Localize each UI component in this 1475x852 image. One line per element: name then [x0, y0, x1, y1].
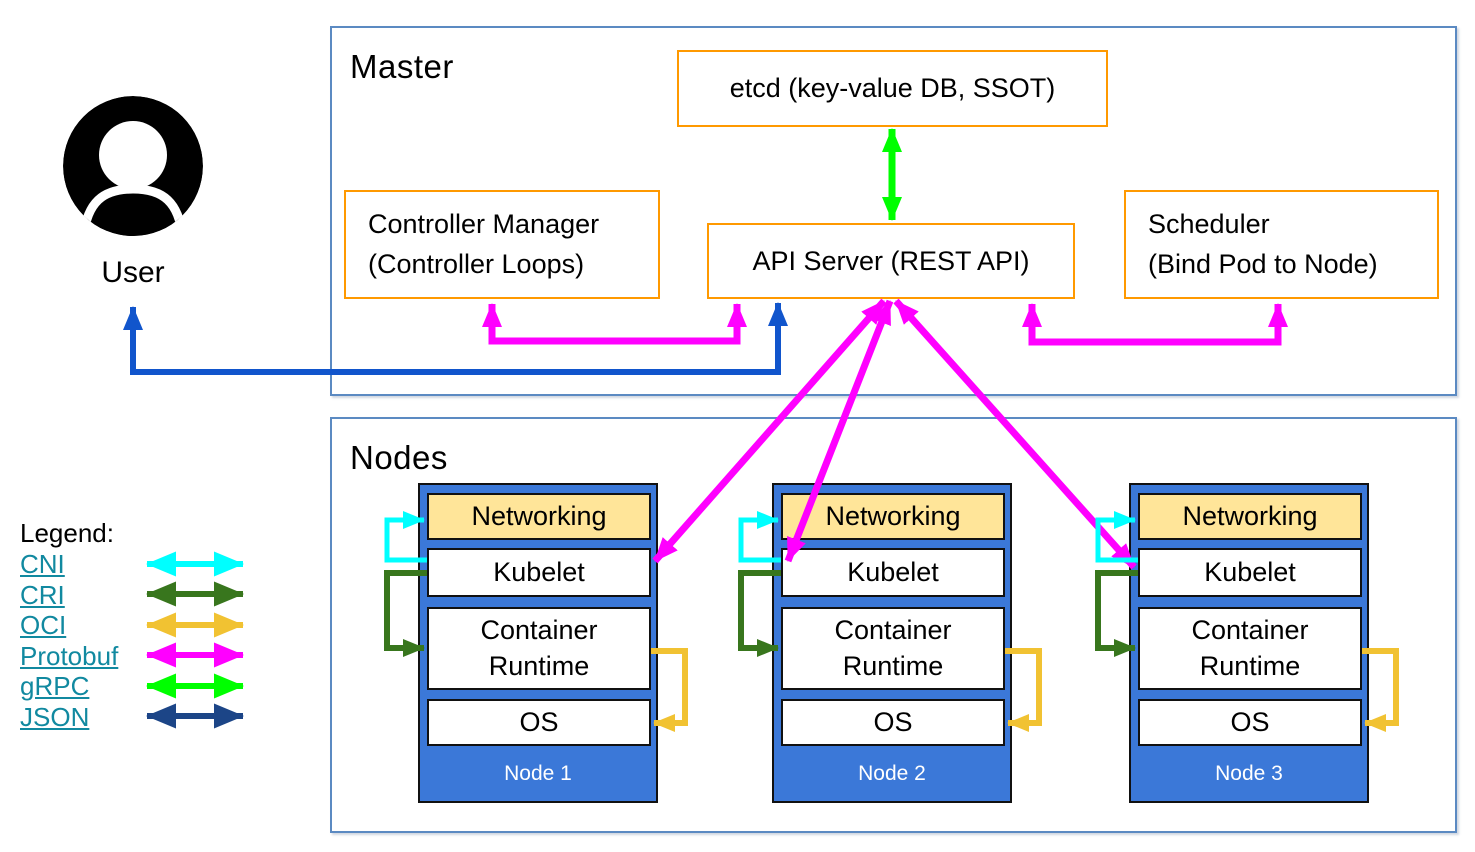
- os-label: OS: [873, 706, 913, 737]
- legend-link-protobuf[interactable]: Protobuf: [20, 641, 119, 671]
- kubelet-label: Kubelet: [1204, 556, 1296, 587]
- networking-label: Networking: [471, 500, 607, 531]
- node-2-caption: Node 2: [858, 761, 926, 785]
- node-1-caption: Node 1: [504, 761, 572, 785]
- node-3-kubelet-box: Kubelet: [1138, 548, 1362, 597]
- node-2: Networking Kubelet Container Runtime OS …: [772, 483, 1012, 803]
- etcd-box: etcd (key-value DB, SSOT): [677, 50, 1108, 127]
- node-3-os-box: OS: [1138, 699, 1362, 746]
- legend-link-oci[interactable]: OCI: [20, 610, 67, 640]
- node-3-container-runtime-box: Container Runtime: [1138, 607, 1362, 690]
- legend-link-cni[interactable]: CNI: [20, 549, 65, 579]
- master-title: Master: [350, 48, 454, 85]
- scheduler-label-line1: Scheduler: [1148, 209, 1270, 240]
- controller-manager-box: Controller Manager (Controller Loops): [344, 190, 660, 299]
- api-server-box: API Server (REST API): [707, 223, 1075, 299]
- node-3: Networking Kubelet Container Runtime OS …: [1129, 483, 1369, 803]
- networking-label: Networking: [825, 500, 961, 531]
- legend-title: Legend:: [20, 518, 114, 548]
- node-1-container-runtime-box: Container Runtime: [427, 607, 651, 690]
- scheduler-label-line2: (Bind Pod to Node): [1148, 248, 1378, 279]
- controller-manager-label-line1: Controller Manager: [368, 209, 600, 240]
- kubelet-label: Kubelet: [847, 556, 939, 587]
- node-1-networking-box: Networking: [427, 493, 651, 540]
- nodes-title: Nodes: [350, 439, 448, 476]
- controller-manager-label-line2: (Controller Loops): [368, 248, 585, 279]
- etcd-label: etcd (key-value DB, SSOT): [729, 73, 1056, 103]
- node-1-kubelet-box: Kubelet: [427, 548, 651, 597]
- node-2-container-runtime-box: Container Runtime: [781, 607, 1005, 690]
- os-label: OS: [519, 706, 559, 737]
- os-label: OS: [1230, 706, 1270, 737]
- node-2-networking-box: Networking: [781, 493, 1005, 540]
- legend-link-grpc[interactable]: gRPC: [20, 671, 90, 701]
- container-runtime-label: Container Runtime: [480, 614, 598, 681]
- node-1-os-box: OS: [427, 699, 651, 746]
- user-icon: [63, 96, 203, 236]
- networking-label: Networking: [1182, 500, 1318, 531]
- node-3-caption: Node 3: [1215, 761, 1283, 785]
- legend-link-json[interactable]: JSON: [20, 702, 90, 732]
- api-server-label: API Server (REST API): [752, 245, 1030, 276]
- node-1: Networking Kubelet Container Runtime OS …: [418, 483, 658, 803]
- node-2-os-box: OS: [781, 699, 1005, 746]
- legend-link-cri[interactable]: CRI: [20, 580, 65, 610]
- node-2-kubelet-box: Kubelet: [781, 548, 1005, 597]
- scheduler-box: Scheduler (Bind Pod to Node): [1124, 190, 1439, 299]
- node-3-networking-box: Networking: [1138, 493, 1362, 540]
- container-runtime-label: Container Runtime: [1191, 614, 1309, 681]
- user-label: User: [101, 256, 165, 289]
- kubelet-label: Kubelet: [493, 556, 585, 587]
- container-runtime-label: Container Runtime: [834, 614, 952, 681]
